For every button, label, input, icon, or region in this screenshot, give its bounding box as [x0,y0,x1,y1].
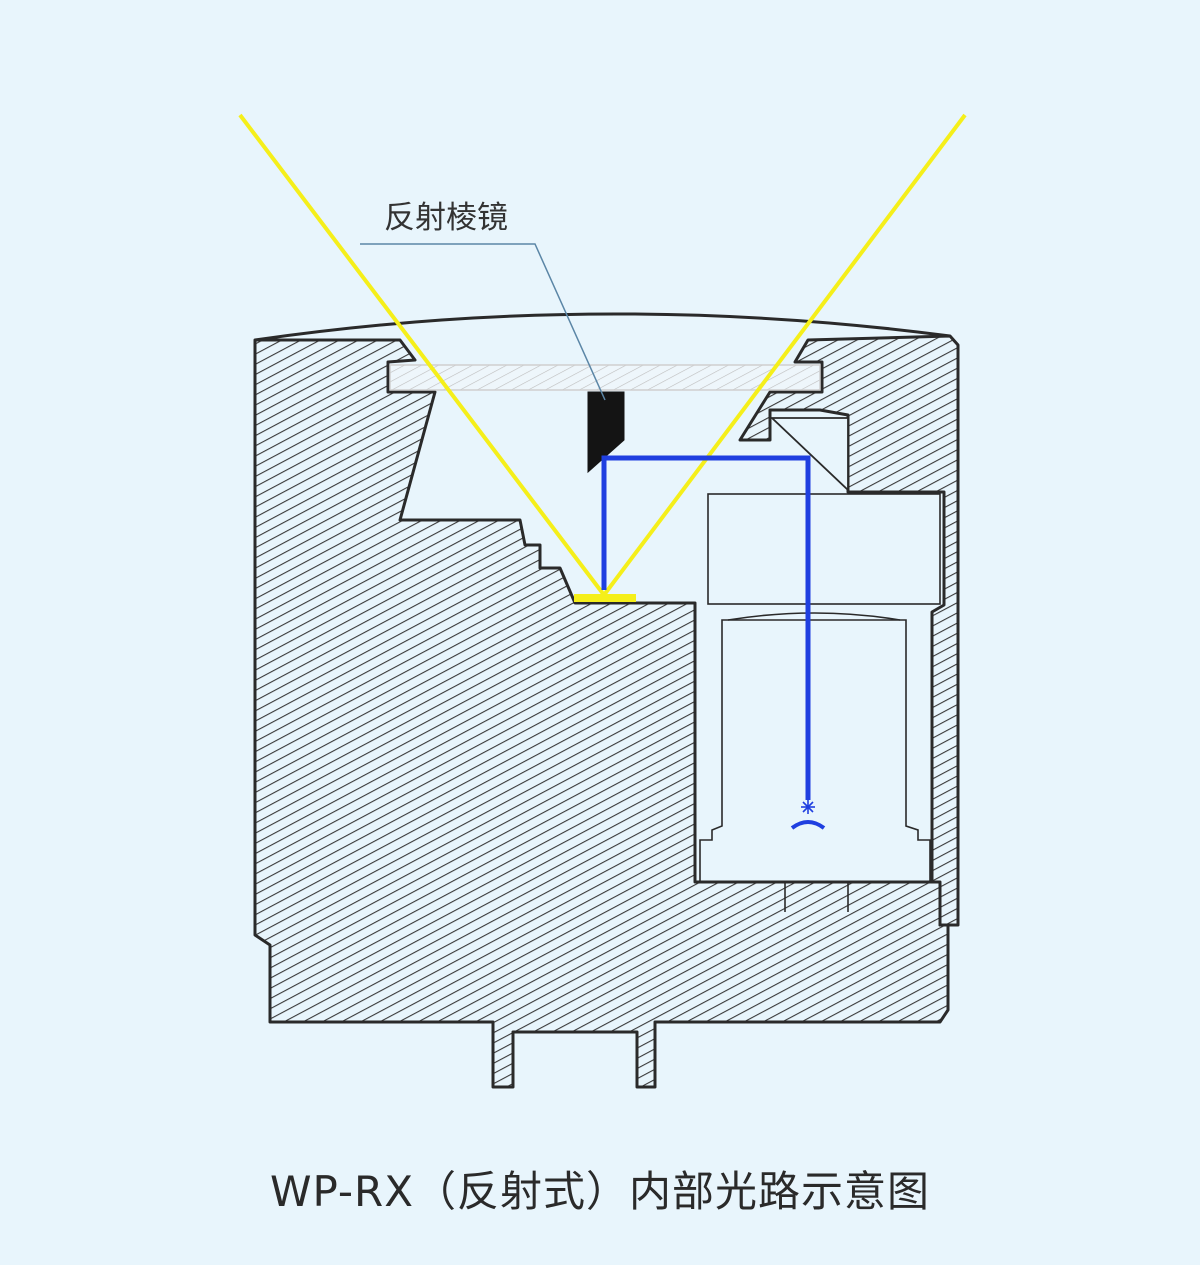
blue-emitter-spark [801,800,815,814]
window-glass [389,364,821,391]
callout-leader-line [360,243,606,401]
callout-label-reflective-prism: 反射棱镜 [384,200,508,236]
detector-upper-block [707,493,941,605]
diagram-caption: WP-RX（反射式）内部光路示意图 [269,1167,931,1216]
yellow-sensor-pad [574,594,636,602]
blue-receiver-arc [790,820,826,830]
housing-right-body [738,334,960,927]
detector-lower-body [699,619,931,883]
detector-inner-arch [727,612,901,621]
blue-light-path [601,455,811,800]
reflective-prism [587,391,625,474]
right-mirror-prism [769,417,849,493]
housing-dome [254,312,951,342]
